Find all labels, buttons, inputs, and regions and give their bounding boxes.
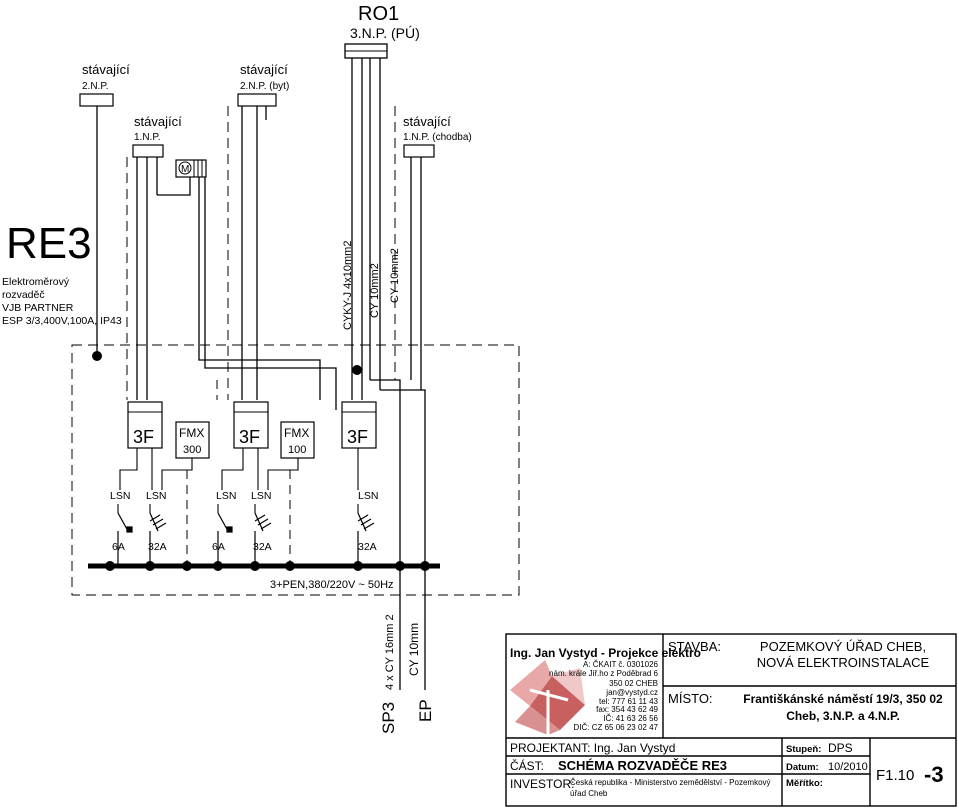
stavba-value-2: NOVÁ ELEKTROINSTALACE (757, 655, 930, 670)
meter-3f-1-label: 3F (133, 427, 154, 447)
stupen-label: Stupeň: (786, 744, 821, 755)
existing-floor-2: 2.N.P. (byt) (240, 81, 289, 92)
cable-main-label: CYKY-J 4x10mm2 (342, 241, 354, 330)
enclosure-border (71, 344, 520, 596)
busbar-label: 3+PEN,380/220V ~ 50Hz (270, 579, 394, 591)
company-line-4: jan@vystyd.cz (605, 688, 658, 697)
company-name: Ing. Jan Vystyd - Projekce elektro (510, 646, 701, 660)
meter-3f-1: 3F (127, 401, 163, 449)
ro1-subtitle: 3.N.P. (PÚ) (350, 25, 420, 41)
stavba-label: STAVBA: (668, 639, 721, 654)
lsn-label-3: LSN (216, 490, 236, 502)
misto-label: MÍSTO: (668, 691, 713, 706)
output-cable-2-label: CY 10mm (407, 623, 421, 676)
company-line-7: IČ: 41 63 26 56 (603, 714, 658, 723)
meter-3f-2-label: 3F (239, 427, 260, 447)
stupen-value: DPS (828, 741, 853, 755)
meter-3f-2: 3F (233, 401, 269, 449)
rating-5: 32A (358, 541, 377, 553)
cast-value: SCHÉMA ROZVADĚČE RE3 (558, 758, 727, 773)
company-line-6: fax: 354 43 62 49 (596, 705, 658, 714)
drawing-number: F1.10 (876, 767, 914, 784)
board-desc-3: VJB PARTNER (2, 302, 74, 314)
company-line-3: 350 02 CHEB (609, 679, 658, 688)
fmx-300-label: FMX (179, 426, 204, 440)
meritko-label: Měřítko: (786, 778, 823, 789)
misto-value-1: Františkánské náměstí 19/3, 350 02 (743, 692, 943, 706)
terminal-box-2 (237, 93, 277, 107)
investor-value-1: Česká republika - Ministerstvo zemědělst… (570, 778, 771, 787)
company-line-5: tel: 777 61 11 43 (599, 697, 659, 706)
terminal-box-1 (79, 93, 114, 107)
rating-2: 32A (148, 541, 167, 553)
datum-value: 10/2010 (828, 761, 868, 773)
rating-3: 6A (212, 541, 225, 553)
cast-label: ČÁST: (510, 758, 544, 773)
lsn-label-1: LSN (110, 490, 130, 502)
existing-floor-4: 1.N.P. (chodba) (403, 132, 472, 143)
company-line-8: DIČ: CZ 65 06 23 02 47 (574, 723, 659, 732)
stavba-value-1: POZEMKOVÝ ÚŘAD CHEB, (760, 639, 926, 654)
rating-4: 32A (253, 541, 272, 553)
output-sp3-label: SP3 (379, 702, 398, 734)
fmx-100-label: FMX (284, 426, 309, 440)
cable-pe2-label: CY 10mm2 (389, 248, 401, 303)
existing-floor-3: 1.N.P. (134, 132, 161, 143)
output-cable-1-label: 4 x CY 16mm 2 (384, 614, 396, 690)
cable-pe1-label: CY 10mm2 (369, 263, 381, 318)
board-desc-1: Elektroměrový (2, 276, 70, 288)
motor-icon: M (181, 164, 189, 175)
breaker-wiring (117, 448, 359, 513)
ro1-title: RO1 (358, 3, 399, 25)
board-desc-2: rozvaděč (2, 289, 45, 301)
existing-label-3: stávající (134, 114, 182, 129)
output-ep-label: EP (416, 699, 435, 722)
title-block-frame (505, 633, 957, 807)
fmx-300-value: 300 (183, 444, 201, 456)
terminal-box-4 (403, 144, 435, 158)
board-title: RE3 (6, 219, 92, 268)
existing-dashed-wires (126, 106, 396, 400)
datum-label: Datum: (786, 762, 819, 773)
lsn-label-5: LSN (358, 490, 378, 502)
company-logo (510, 660, 585, 736)
company-line-1: A: ČKAIT č. 0301026 (583, 660, 659, 669)
incoming-wiring (96, 58, 426, 570)
board-desc-4: ESP 3/3,400V,100A, IP43 (2, 315, 122, 327)
fmx-100: FMX 100 (280, 421, 315, 459)
rating-1: 6A (112, 541, 125, 553)
breaker-switches (117, 512, 375, 566)
meter-3f-3-label: 3F (347, 427, 368, 447)
existing-floor-1: 2.N.P. (82, 81, 109, 92)
company-line-2: nám. krále Jiř.ho z Poděbrad 6 (549, 669, 658, 678)
terminal-box-3 (132, 144, 164, 158)
existing-label-2: stávající (240, 62, 288, 77)
lsn-label-4: LSN (251, 490, 271, 502)
projektant-label: PROJEKTANT: Ing. Jan Vystyd (510, 741, 675, 755)
fmx-300: FMX 300 (175, 421, 210, 459)
lsn-label-2: LSN (146, 490, 166, 502)
investor-label: INVESTOR: (510, 777, 574, 791)
misto-value-2: Cheb, 3.N.P. a 4.N.P. (786, 709, 900, 723)
meter-3f-3: 3F (341, 401, 377, 449)
fmx-100-value: 100 (288, 444, 306, 456)
drawing-number-suffix: -3 (924, 762, 944, 787)
existing-label-4: stávající (403, 114, 451, 129)
spare-dashed-wires (186, 380, 291, 566)
existing-label-1: stávající (82, 62, 130, 77)
investor-value-2: úřad Cheb (570, 789, 608, 798)
